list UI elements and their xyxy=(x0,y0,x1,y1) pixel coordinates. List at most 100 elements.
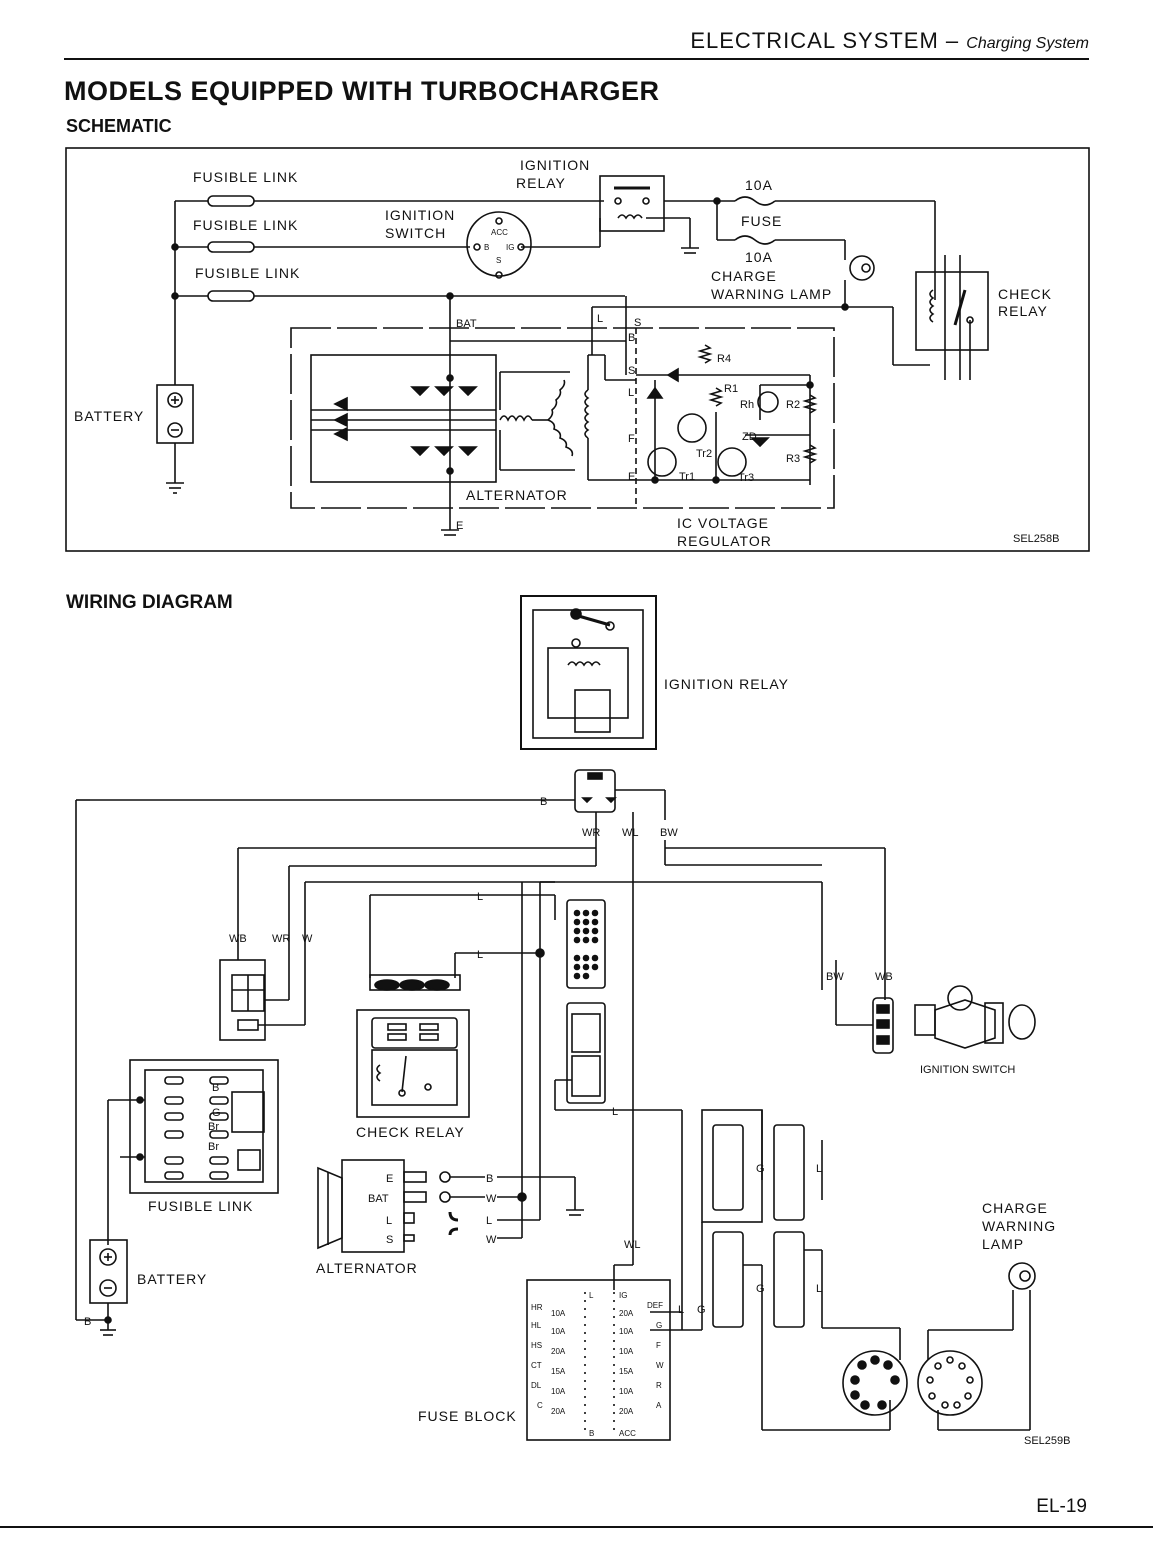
ignition-relay-picture xyxy=(520,595,657,750)
wire-b-label: B xyxy=(540,796,547,808)
l-term-2-label: L xyxy=(628,387,634,399)
schematic-frame xyxy=(65,147,1090,552)
multi-connector-2 xyxy=(554,1002,683,1330)
r1-label: R1 xyxy=(724,383,738,395)
fuse-r4-rating: 10A xyxy=(619,1387,634,1396)
schematic-code: SEL258B xyxy=(1013,533,1059,545)
charge-lamp-picture xyxy=(1008,1262,1036,1290)
battery-wiring-label: BATTERY xyxy=(137,1271,207,1287)
relay-module xyxy=(219,959,305,1041)
fuse-r3-rating: 15A xyxy=(619,1367,634,1376)
ignition-relay-symbol xyxy=(599,175,717,254)
zd-label: ZD xyxy=(742,431,757,443)
ic-regulator xyxy=(636,344,818,485)
fusible-link-3-label: FUSIBLE LINK xyxy=(195,265,300,281)
ignition-switch-label-2: SWITCH xyxy=(385,225,446,241)
check-relay-label-2: RELAY xyxy=(998,303,1048,319)
fuse-l4-rating: 10A xyxy=(551,1387,566,1396)
wire-wl-label: WL xyxy=(622,827,639,839)
rectifier-diodes xyxy=(310,354,497,483)
fuse-r3-tag: W xyxy=(656,1361,664,1370)
alt-l-label: L xyxy=(386,1215,392,1227)
alternator-box xyxy=(290,327,835,509)
connector-pair-2 xyxy=(712,1231,901,1431)
tr2-label: Tr2 xyxy=(696,448,712,460)
fuse-r1-rating: 10A xyxy=(619,1327,634,1336)
fuse-l5-tag: C xyxy=(537,1401,543,1410)
check-relay-picture xyxy=(356,1009,470,1118)
f-terminal-label: F xyxy=(628,433,635,445)
switch-acc-label: ACC xyxy=(491,228,508,237)
fusible-link-wiring-label: FUSIBLE LINK xyxy=(148,1198,253,1214)
fuse-top-right: IG xyxy=(619,1291,627,1300)
round-connectors xyxy=(842,1290,1031,1431)
check-relay-connector xyxy=(369,974,461,991)
fuse-r4-tag: R xyxy=(656,1381,662,1390)
header-subsection: Charging System xyxy=(966,35,1089,52)
fl-g-label: G xyxy=(212,1107,221,1119)
wire-l1-label: L xyxy=(477,891,483,903)
fuse-l5-rating: 20A xyxy=(551,1407,566,1416)
alt-bat-label: BAT xyxy=(368,1193,389,1205)
charge-lamp-label-3: LAMP xyxy=(982,1236,1024,1252)
fl-br1-label: Br xyxy=(208,1121,219,1133)
fuse-symbols xyxy=(713,196,936,300)
check-relay-label-1: CHECK xyxy=(998,286,1052,302)
alt-wire-w2-label: W xyxy=(486,1234,497,1246)
harness-wires xyxy=(237,847,886,1210)
fuse-block-label: FUSE BLOCK xyxy=(418,1408,517,1424)
fuse-r2-tag: F xyxy=(656,1341,661,1350)
fuse-l0-tag: HR xyxy=(531,1303,543,1312)
ic-regulator-label-2: REGULATOR xyxy=(677,533,772,549)
switch-s-label: S xyxy=(496,256,501,265)
r2-label: R2 xyxy=(786,399,800,411)
header-title: ELECTRICAL SYSTEM – Charging System xyxy=(690,28,1089,54)
wire-wb2-label: WB xyxy=(875,971,893,983)
fuse-l4-tag: DL xyxy=(531,1381,542,1390)
b-terminal-label: B xyxy=(628,332,635,344)
wiring-heading: WIRING DIAGRAM xyxy=(66,592,233,613)
wire-l5-label: L xyxy=(816,1283,822,1295)
ignition-switch-symbol xyxy=(466,211,601,279)
fuse-l3-rating: 15A xyxy=(551,1367,566,1376)
fuse-r1-tag: G xyxy=(656,1321,662,1330)
fuse-r5-rating: 20A xyxy=(619,1407,634,1416)
wire-l6-label: L xyxy=(678,1304,684,1316)
page-title: MODELS EQUIPPED WITH TURBOCHARGER xyxy=(64,76,660,106)
alternator-picture xyxy=(317,1159,584,1253)
tr3-label: Tr3 xyxy=(738,472,754,484)
r3-label: R3 xyxy=(786,453,800,465)
alternator-label: ALTERNATOR xyxy=(466,487,568,503)
wire-wr2-label: WR xyxy=(272,933,290,945)
alt-wire-b-label: B xyxy=(486,1173,493,1185)
wire-l4-label: L xyxy=(816,1163,822,1175)
alternator-wiring-label: ALTERNATOR xyxy=(316,1260,418,1276)
rh-label: Rh xyxy=(740,399,754,411)
charge-lamp-label-1: CHARGE xyxy=(982,1200,1048,1216)
tr1-label: Tr1 xyxy=(679,471,695,483)
wire-wr-label: WR xyxy=(582,827,600,839)
wire-bw2-label: BW xyxy=(826,971,844,983)
multi-connector-1 xyxy=(566,899,606,989)
wiring-code: SEL259B xyxy=(1024,1435,1070,1447)
fuse-r0-rating: 20A xyxy=(619,1309,634,1318)
wire-g2-label: G xyxy=(756,1283,765,1295)
fuse-l2-tag: HS xyxy=(531,1341,542,1350)
e-terminal-label: E xyxy=(628,471,635,483)
ignition-relay-label-1: IGNITION xyxy=(520,157,590,173)
connector-pair-1 xyxy=(701,1109,823,1223)
ignition-switch-label-1: IGNITION xyxy=(385,207,455,223)
fuse-l3-tag: CT xyxy=(531,1361,542,1370)
wire-wb-label: WB xyxy=(229,933,247,945)
fuse-l0-rating: 10A xyxy=(551,1309,566,1318)
ignition-switch-picture xyxy=(836,985,1036,1054)
ignition-relay-wiring-label: IGNITION RELAY xyxy=(664,676,789,692)
fuse-r5-tag: A xyxy=(656,1401,662,1410)
alt-s-label: S xyxy=(386,1234,393,1246)
s-term-2-label: S xyxy=(628,365,635,377)
wire-g3-label: G xyxy=(697,1304,706,1316)
header-separator: – xyxy=(938,28,967,53)
l-terminal-label: L xyxy=(597,313,603,325)
schematic-heading: SCHEMATIC xyxy=(66,116,172,136)
